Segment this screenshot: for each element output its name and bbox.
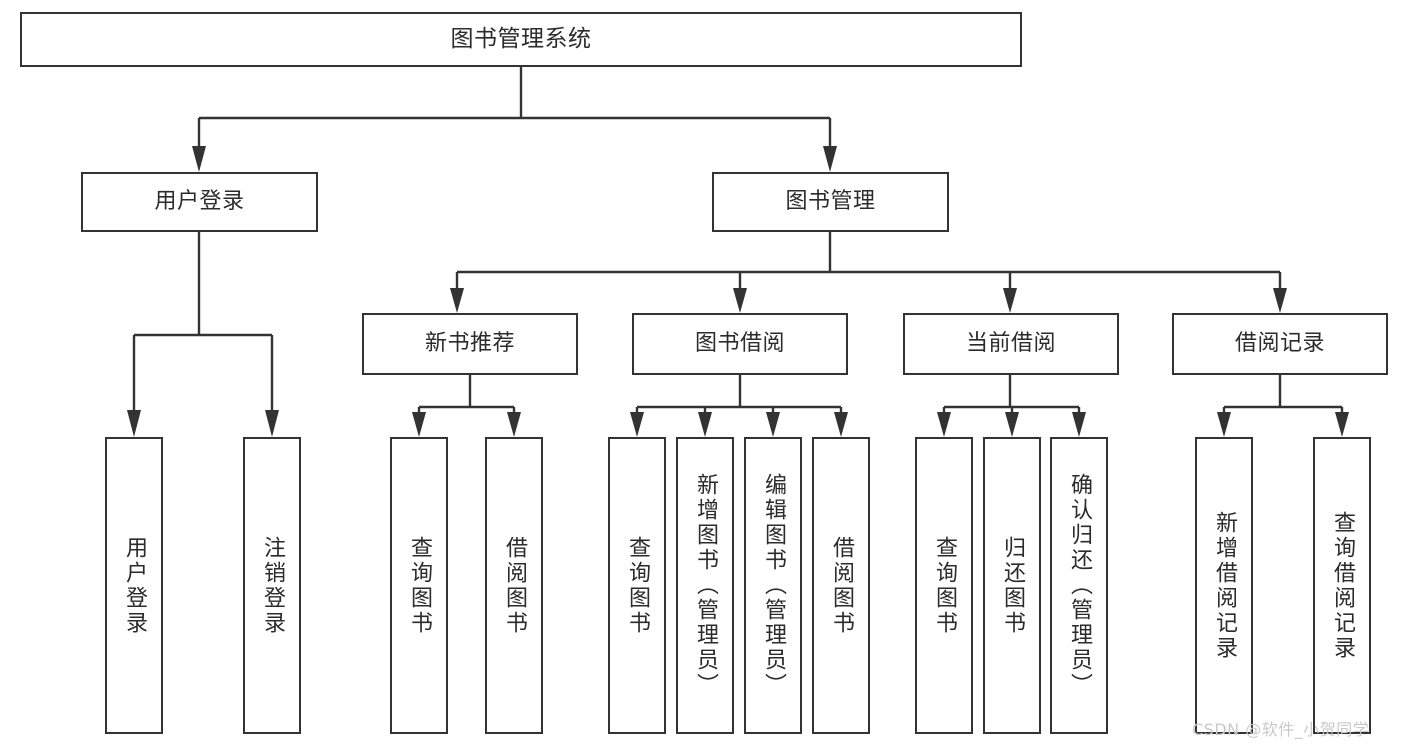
arrow-record-to-leaf1 (1217, 412, 1231, 437)
node-book-management-system[interactable]: 图书管理系统 (20, 12, 1022, 67)
arrow-current-to-leaf1 (937, 412, 951, 437)
node-current-borrow[interactable]: 当前借阅 (903, 313, 1119, 375)
arrow-bookborrow-to-leaf3 (766, 412, 780, 437)
node-book-borrow[interactable]: 图书借阅 (632, 313, 848, 375)
leaf-return-book[interactable]: 归还图书 (983, 437, 1041, 734)
leaf-query-borrow-record[interactable]: 查询借阅记录 (1313, 437, 1371, 734)
node-label: 新增图书（管理员） (693, 473, 718, 698)
arrow-current-to-leaf2 (1005, 412, 1019, 437)
node-label: 用户登录 (154, 189, 245, 215)
node-label: 查询图书 (407, 535, 432, 636)
node-book-management[interactable]: 图书管理 (712, 172, 949, 232)
arrow-root-to-user-login (192, 146, 206, 172)
node-label: 查询图书 (932, 535, 957, 636)
leaf-query-book-current[interactable]: 查询图书 (915, 437, 973, 734)
node-label: 借阅记录 (1234, 331, 1325, 357)
arrow-userlogin-to-leaf1 (127, 410, 141, 437)
leaf-query-book-borrow[interactable]: 查询图书 (608, 437, 666, 734)
node-label: 新书推荐 (424, 331, 515, 357)
arrow-root-to-book-mgmt (823, 146, 837, 172)
arrow-bookborrow-to-leaf1 (630, 412, 644, 437)
leaf-confirm-return-admin[interactable]: 确认归还（管理员） (1050, 437, 1108, 734)
arrow-bookmgmt-to-new (450, 288, 464, 313)
arrow-newbook-to-leaf2 (507, 412, 521, 437)
leaf-add-book-admin[interactable]: 新增图书（管理员） (676, 437, 734, 734)
node-label: 注销登录 (260, 535, 285, 636)
node-new-book-recommend[interactable]: 新书推荐 (362, 313, 578, 375)
leaf-query-book-newbook[interactable]: 查询图书 (390, 437, 448, 734)
node-label: 归还图书 (1000, 535, 1025, 636)
node-user-login[interactable]: 用户登录 (81, 172, 318, 232)
arrow-userlogin-to-leaf2 (265, 410, 279, 437)
node-label: 借阅图书 (829, 535, 854, 636)
leaf-edit-book-admin[interactable]: 编辑图书（管理员） (744, 437, 802, 734)
node-label: 新增借阅记录 (1212, 510, 1237, 661)
node-label: 当前借阅 (965, 331, 1056, 357)
leaf-user-login[interactable]: 用户登录 (105, 437, 163, 734)
node-label: 图书管理系统 (450, 26, 592, 53)
node-label: 编辑图书（管理员） (761, 473, 786, 698)
node-label: 借阅图书 (502, 535, 527, 636)
arrow-record-to-leaf2 (1335, 412, 1349, 437)
leaf-logout[interactable]: 注销登录 (243, 437, 301, 734)
arrow-bookborrow-to-leaf2 (698, 412, 712, 437)
arrow-bookmgmt-to-record (1273, 288, 1287, 313)
leaf-add-borrow-record[interactable]: 新增借阅记录 (1195, 437, 1253, 734)
arrow-newbook-to-leaf1 (412, 412, 426, 437)
node-label: 查询图书 (625, 535, 650, 636)
node-label: 图书管理 (785, 189, 876, 215)
node-label: 用户登录 (122, 535, 147, 636)
node-label: 确认归还（管理员） (1067, 473, 1092, 698)
arrow-bookmgmt-to-borrow (733, 288, 747, 313)
node-label: 图书借阅 (694, 331, 785, 357)
leaf-borrow-book[interactable]: 借阅图书 (812, 437, 870, 734)
arrow-bookborrow-to-leaf4 (834, 412, 848, 437)
arrow-current-to-leaf3 (1072, 412, 1086, 437)
node-borrow-record[interactable]: 借阅记录 (1172, 313, 1388, 375)
arrow-bookmgmt-to-current (1003, 288, 1017, 313)
leaf-borrow-book-newbook[interactable]: 借阅图书 (485, 437, 543, 734)
node-label: 查询借阅记录 (1330, 510, 1355, 661)
watermark-csdn: CSDN @软件_小贺同学 (1192, 720, 1370, 739)
